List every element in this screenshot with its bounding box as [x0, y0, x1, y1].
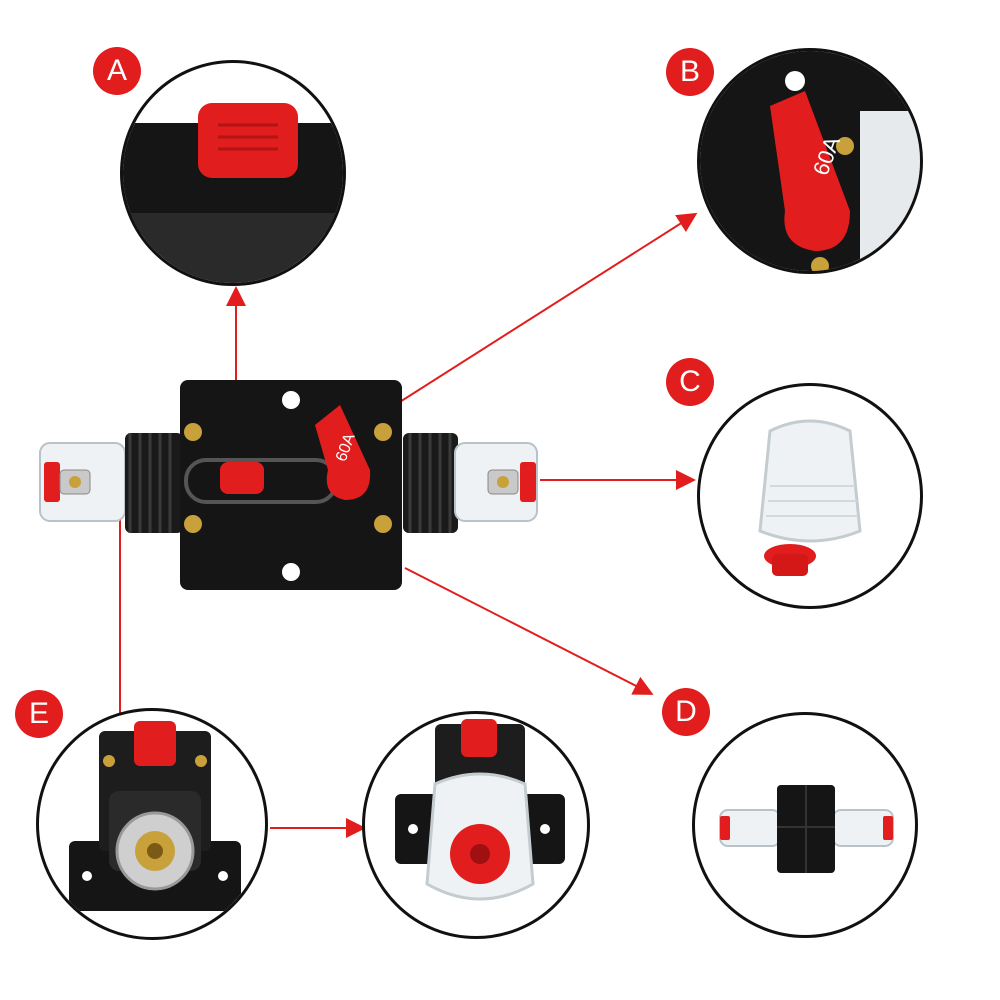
badge-c: C	[666, 358, 714, 406]
arrow-to-d	[404, 567, 654, 695]
reset-button-closeup	[123, 103, 343, 283]
badge-b: B	[666, 48, 714, 96]
left-thread	[125, 433, 183, 533]
badge-d: D	[662, 688, 710, 736]
badge-a: A	[93, 47, 141, 95]
right-fuse-holder	[454, 442, 538, 522]
detail-circle-d	[692, 712, 918, 938]
detail-circle-e-capped	[362, 711, 590, 939]
assembled-breaker-closeup	[719, 785, 894, 873]
detail-circle-a	[120, 60, 346, 286]
terminal-end-closeup	[69, 721, 241, 911]
detail-circle-e	[36, 708, 268, 940]
breaker-housing	[180, 380, 402, 590]
capped-terminal-closeup	[395, 719, 565, 901]
right-thread	[403, 433, 458, 533]
left-fuse-holder	[39, 442, 126, 522]
detail-circle-c	[697, 383, 923, 609]
fuse-cap-closeup	[758, 419, 862, 576]
badge-e: E	[15, 690, 63, 738]
detail-circle-b	[697, 48, 923, 274]
lever-closeup	[700, 51, 920, 271]
